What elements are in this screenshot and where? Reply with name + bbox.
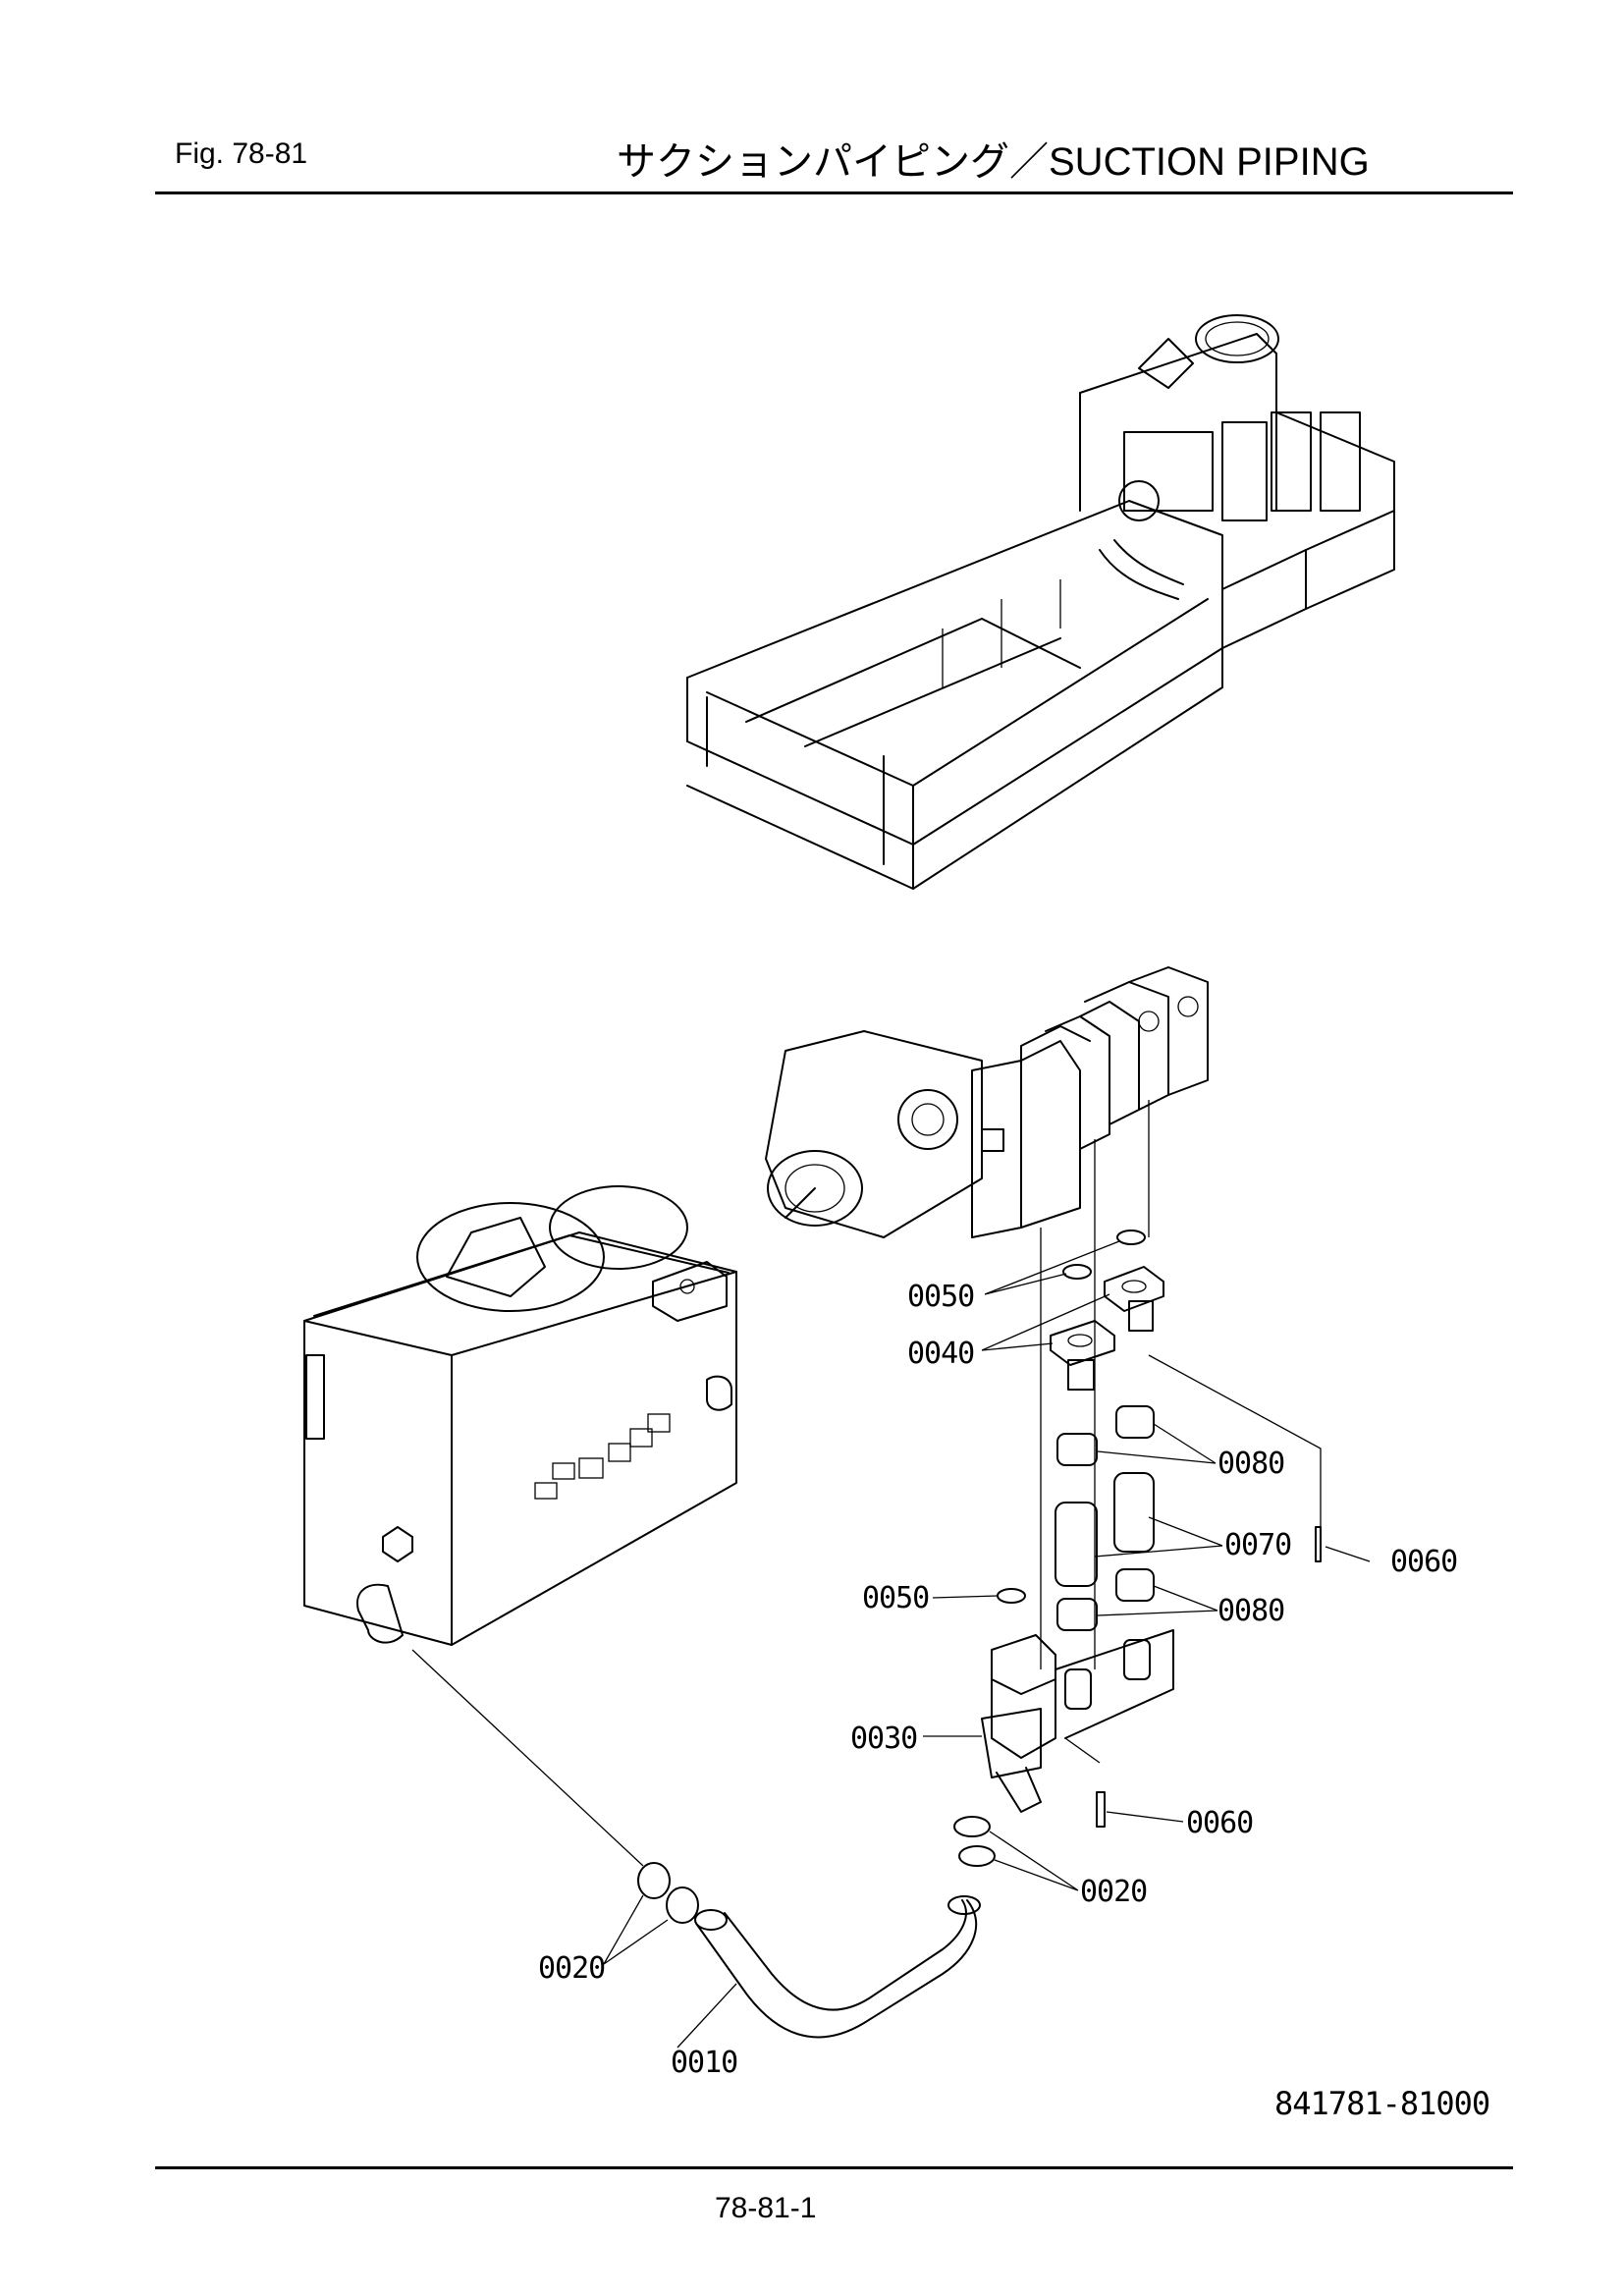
header-divider — [155, 191, 1513, 194]
page-title: サクションパイピング／SUCTION PIPING — [617, 140, 1370, 184]
callout-0020-right: 0020 — [1080, 1875, 1147, 1909]
callout-0060-bottom: 0060 — [1186, 1806, 1253, 1840]
callout-0060-right: 0060 — [1390, 1545, 1457, 1579]
callout-0080-top: 0080 — [1217, 1447, 1284, 1481]
leader-lines — [411, 1240, 1371, 2049]
callout-0010: 0010 — [671, 2046, 737, 2080]
callout-0030: 0030 — [850, 1722, 917, 1756]
callout-0080-bottom: 0080 — [1217, 1594, 1284, 1628]
assembly-reference-lines — [1040, 1100, 1322, 1764]
machine-frame-drawing — [686, 314, 1395, 890]
callout-0050-mid: 0050 — [862, 1581, 929, 1615]
page-number: 78-81-1 — [715, 2192, 817, 2224]
callout-0040: 0040 — [907, 1337, 974, 1371]
pump-assembly-drawing — [765, 966, 1209, 1238]
drawing-number: 841781-81000 — [1274, 2085, 1490, 2122]
callout-0020-left: 0020 — [538, 1951, 605, 1986]
footer-divider — [155, 2166, 1513, 2169]
figure-number: Fig. 78-81 — [175, 137, 308, 170]
suction-parts-drawing — [637, 1230, 1322, 2039]
hydraulic-tank-drawing — [303, 1185, 737, 1646]
callout-0070: 0070 — [1224, 1528, 1291, 1562]
callout-0050-top: 0050 — [907, 1280, 974, 1314]
